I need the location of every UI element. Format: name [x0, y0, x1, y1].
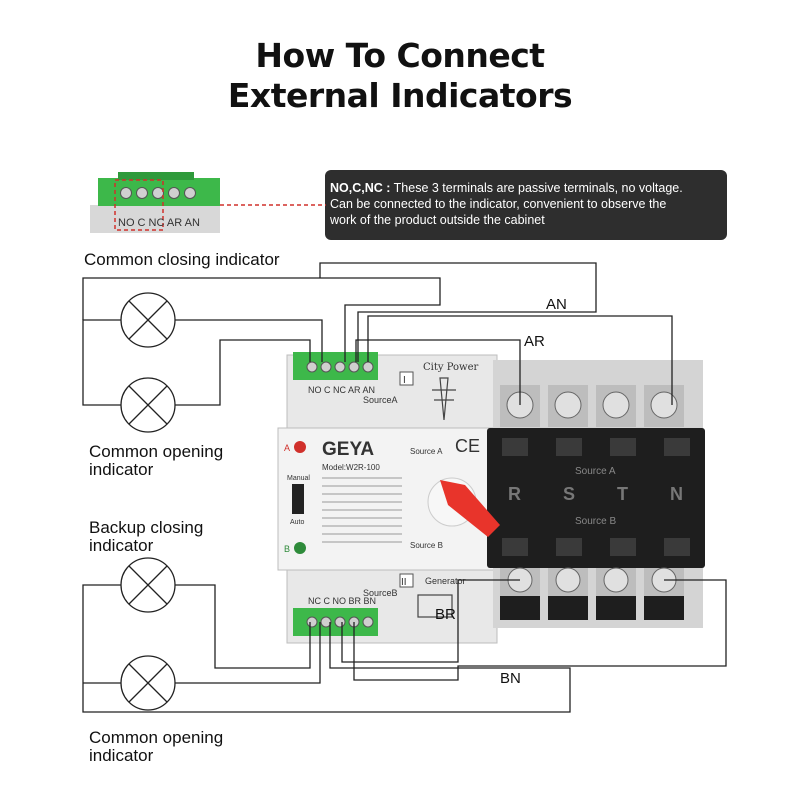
wire-label-bn: BN: [500, 670, 521, 687]
source-a-label: SourceA: [363, 395, 398, 405]
indicator-a-led: [294, 441, 306, 453]
model-label: Model:W2R-100: [322, 463, 380, 472]
bottom-terminal-label: NC C NO BR BN: [308, 596, 376, 606]
title-line-1: How To Connect: [255, 36, 545, 75]
wire-label-ar: AR: [524, 333, 545, 350]
note-text-3: work of the product outside the cabinet: [330, 213, 545, 227]
terminal-thumbnail: NO C NC AR AN: [90, 172, 220, 233]
thumb-terminal-label: NO C NC AR AN: [118, 217, 200, 229]
ats-device: NO C NC AR AN SourceA I City Power NC C …: [277, 352, 705, 644]
label-backup-closing-a: Backup closing: [89, 518, 204, 537]
generator-label: Generator: [425, 576, 466, 586]
terminal-note: NO,C,NC : These 3 terminals are passive …: [325, 170, 727, 240]
generator-icon: [417, 594, 453, 618]
black-source-a: Source A: [575, 466, 616, 477]
phase-s: S: [563, 484, 575, 504]
note-bold: NO,C,NC :: [330, 181, 391, 195]
mode-switch: [292, 484, 304, 514]
indicator-a-label: A: [284, 443, 290, 453]
black-source-b: Source B: [575, 516, 616, 527]
note-text-1: These 3 terminals are passive terminals,…: [390, 181, 683, 195]
wire-label-br: BR: [435, 606, 456, 623]
source-b-face: Source B: [410, 541, 443, 550]
bottom-wiring: [82, 579, 727, 713]
indicator-lamps: [120, 292, 176, 711]
label-common-opening-1b: indicator: [89, 460, 154, 479]
manual-label: Manual: [287, 475, 310, 482]
city-power-label: City Power: [423, 362, 479, 373]
label-common-closing: Common closing indicator: [84, 250, 280, 269]
indicator-b-label: B: [284, 544, 290, 554]
source-b-label: SourceB: [363, 588, 398, 598]
auto-label: Auto: [290, 519, 305, 526]
wire-label-an: AN: [546, 296, 567, 313]
top-wiring: [82, 262, 673, 406]
red-handle: [440, 480, 500, 537]
label-common-opening-2a: Common opening: [89, 728, 224, 747]
indicator-b-led: [294, 542, 306, 554]
roman-2: II: [401, 577, 407, 588]
ce-mark: CE: [455, 436, 480, 456]
pylon-icon: [432, 377, 456, 421]
note-text-2: Can be connected to the indicator, conve…: [330, 197, 667, 211]
label-backup-closing-b: indicator: [89, 536, 154, 555]
label-common-opening-2b: indicator: [89, 746, 154, 765]
brand-label: GEYA: [322, 439, 374, 460]
title-line-2: External Indicators: [227, 76, 573, 115]
page-title: How To Connect External Indicators: [0, 36, 800, 116]
phase-r: R: [508, 484, 521, 504]
bottom-screws: [500, 567, 684, 620]
phase-n: N: [670, 484, 683, 504]
source-a-face: Source A: [410, 447, 443, 456]
top-terminal-label: NO C NC AR AN: [308, 385, 375, 395]
label-common-opening-1a: Common opening: [89, 442, 224, 461]
roman-1: I: [403, 375, 406, 386]
top-screws: [500, 385, 684, 427]
phase-t: T: [617, 484, 628, 504]
